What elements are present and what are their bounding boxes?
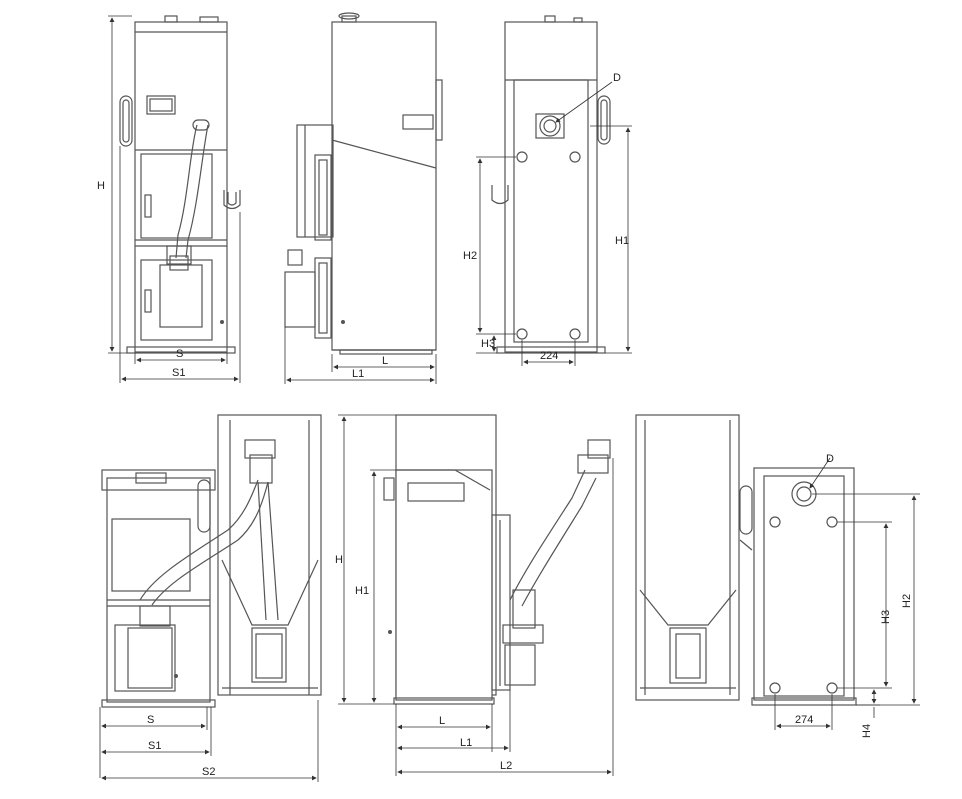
- dimension-labels: H S S1 L L1 D H1 H2 H3 224 S S1 S2 H H1 …: [97, 72, 913, 778]
- label-S-bottom: S: [147, 714, 154, 726]
- label-S-top: S: [176, 348, 183, 360]
- side-view-top: [284, 12, 443, 355]
- front-view-top: [119, 15, 241, 354]
- label-L1-bottom: L1: [460, 737, 472, 749]
- label-H1-bottom: H1: [355, 585, 369, 597]
- label-L1-top: L1: [352, 368, 364, 380]
- side-view-bottom: [383, 414, 611, 705]
- rear-view-top: [491, 15, 611, 354]
- label-L-bottom: L: [439, 715, 445, 727]
- bottom-dimensions: [99, 414, 920, 782]
- label-H2-bottom: H2: [901, 594, 913, 608]
- label-224: 224: [540, 350, 558, 362]
- label-H-bottom: H: [335, 554, 343, 566]
- label-H-top: H: [97, 180, 105, 192]
- label-L-top: L: [382, 355, 388, 367]
- front-view-bottom: [101, 414, 322, 708]
- label-H3-bottom: H3: [880, 610, 892, 624]
- hopper-side-view: [635, 414, 740, 701]
- label-L2-bottom: L2: [500, 760, 512, 772]
- label-D-top: D: [613, 72, 621, 84]
- label-H3-top: H3: [481, 338, 495, 350]
- top-dimensions: [108, 15, 632, 384]
- rear-view-bottom: [739, 467, 857, 706]
- label-H2-top: H2: [463, 250, 477, 262]
- label-S2-bottom: S2: [202, 766, 215, 778]
- label-274: 274: [795, 714, 813, 726]
- label-S1-top: S1: [172, 367, 185, 379]
- label-H4-bottom: H4: [861, 724, 873, 738]
- label-D-bottom: D: [826, 453, 834, 465]
- label-S1-bottom: S1: [148, 740, 161, 752]
- label-H1-top: H1: [615, 235, 629, 247]
